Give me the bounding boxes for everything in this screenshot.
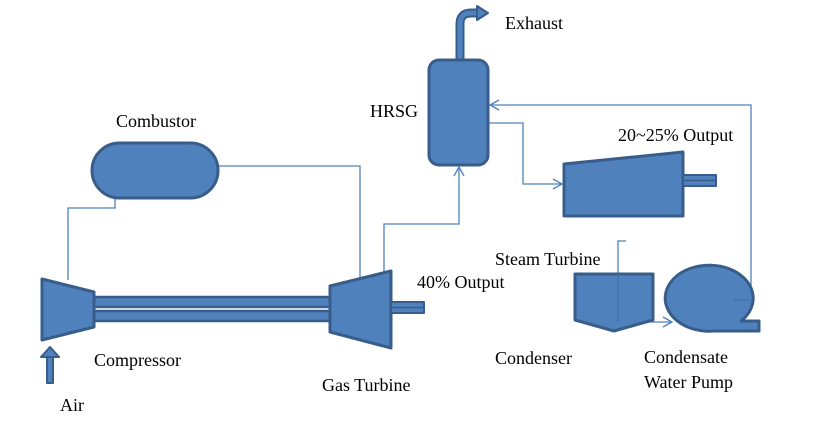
exhaust-label: Exhaust [505, 13, 563, 33]
compressor-label: Compressor [94, 350, 181, 370]
condenser-shape [573, 272, 655, 333]
steam-turbine-output-shaft [682, 174, 717, 187]
exhaust-arrow-icon [455, 5, 489, 60]
gas-turbine-to-hrsg-line [383, 167, 460, 272]
steam-turbine-inlet-arrowhead [552, 178, 564, 190]
hrsg-inlet-arrowhead [453, 165, 465, 177]
air-label: Air [60, 395, 84, 415]
condensate-water-pump-shape [663, 263, 761, 333]
hrsg-label: HRSG [370, 101, 418, 121]
hrsg-to-steam-turbine-line [488, 122, 562, 185]
condenser-label: Condenser [495, 348, 572, 368]
shaft [92, 295, 332, 323]
hrsg-return-arrowhead [488, 99, 500, 111]
air-inlet-arrow-icon [40, 346, 60, 384]
hrsg-shape [427, 58, 490, 167]
steam-turbine-output-label: 20~25% Output [618, 125, 733, 145]
combustor-shape [90, 141, 220, 200]
pump-label-line2: Water Pump [644, 372, 733, 392]
gas-turbine-output-shaft [390, 301, 425, 314]
steam-turbine-shape [562, 150, 685, 218]
steam-turbine-label: Steam Turbine [495, 249, 601, 269]
pump-label-line1: Condensate [644, 347, 728, 367]
pump-inlet-arrowhead [662, 316, 674, 328]
combustor-label: Combustor [116, 111, 196, 131]
gas-turbine-output-label: 40% Output [417, 272, 505, 292]
compressor-shape [40, 277, 96, 342]
gas-turbine-label: Gas Turbine [322, 375, 411, 395]
compressor-to-combustor-line [67, 198, 116, 280]
gas-turbine-shape [328, 269, 393, 350]
combustor-to-gas-turbine-line [218, 165, 361, 278]
